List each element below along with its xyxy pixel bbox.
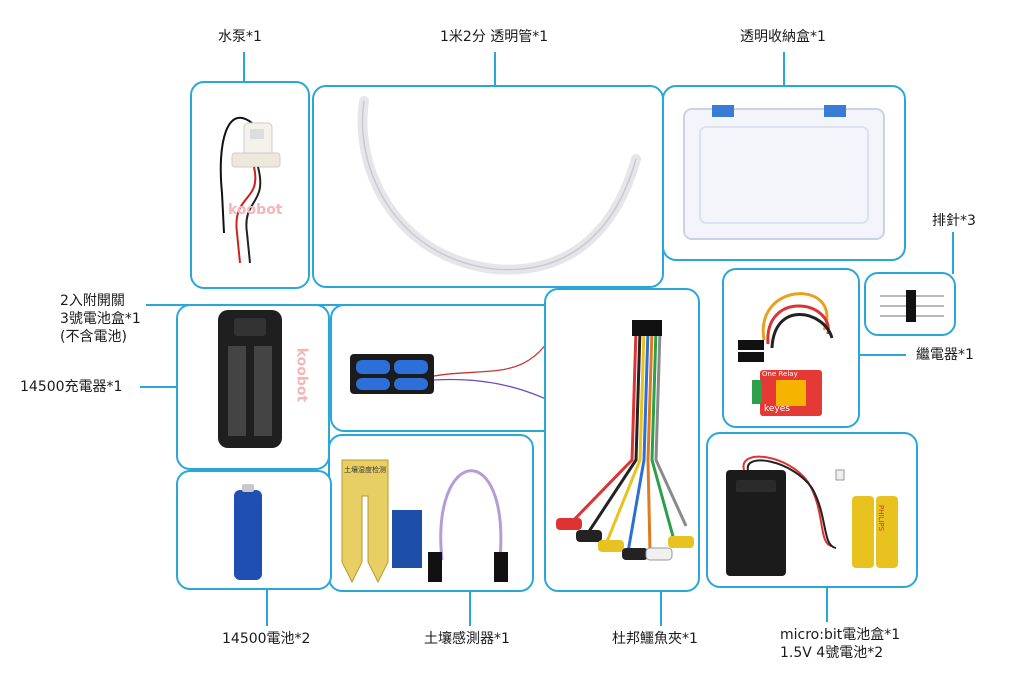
tube-box [312, 85, 664, 288]
connector-pin-header [952, 232, 954, 274]
connector-storage-box [783, 52, 785, 86]
charger-box: koobot [176, 304, 330, 470]
soil-sensor-title: 土壤湿度检测 [344, 466, 386, 474]
connector-soil-sensor [469, 590, 471, 626]
label-charger: 14500充電器*1 [20, 379, 123, 395]
label-soil-sensor: 土壤感測器*1 [424, 631, 510, 647]
charger-watermark: koobot [293, 347, 310, 403]
relay-title: One Relay [762, 370, 798, 378]
battery-brand: PHILIPS [877, 504, 886, 532]
connector-microbit-box [826, 588, 828, 622]
label-battery-14500: 14500電池*2 [222, 631, 311, 647]
soil-sensor-illustration [341, 459, 508, 584]
storage-box-box [662, 85, 906, 261]
connector-alligator-clips [660, 590, 662, 626]
connector-relay [858, 354, 906, 356]
battery-14500-illustration [234, 484, 262, 580]
alligator-clips-box [544, 288, 700, 592]
label-tube: 1米2分 透明管*1 [440, 29, 549, 45]
label-storage-box: 透明收納盒*1 [740, 29, 826, 45]
label-microbit-box-line2: 1.5V 4號電池*2 [780, 645, 884, 661]
storage-box-illustration [683, 105, 885, 240]
connector-battery-14500 [266, 588, 268, 626]
label-battery-box-switch-line3: (不含電池) [60, 329, 127, 345]
microbit-battery-box-box: PHILIPS [706, 432, 918, 588]
label-battery-box-switch-line1: 2入附開關 [60, 293, 125, 309]
relay-brand: keyes [764, 404, 790, 414]
battery-14500-box [176, 470, 332, 590]
label-relay: 繼電器*1 [916, 347, 974, 363]
soil-sensor-box: 土壤湿度检测 [328, 434, 534, 592]
connector-tube [494, 52, 496, 86]
relay-illustration [738, 292, 834, 416]
microbit-battery-box-illustration [726, 455, 898, 576]
pump-illustration [219, 116, 281, 264]
pin-header-illustration [880, 290, 944, 322]
label-battery-box-switch-line2: 3號電池盒*1 [60, 311, 141, 327]
tube-illustration [357, 96, 641, 275]
pump-box: koobot [190, 81, 310, 289]
pin-header-box [864, 272, 956, 336]
label-microbit-box-line1: micro:bit電池盒*1 [780, 627, 901, 643]
label-pin-header: 排針*3 [932, 213, 976, 229]
label-alligator-clips: 杜邦鱷魚夾*1 [612, 631, 698, 647]
connector-pump [243, 52, 245, 82]
label-pump: 水泵*1 [218, 29, 262, 45]
charger-illustration [218, 310, 282, 448]
pump-watermark: koobot [228, 202, 283, 218]
relay-box: One Relay keyes [722, 268, 860, 428]
alligator-clips-illustration [556, 320, 694, 561]
connector-charger [140, 386, 178, 388]
